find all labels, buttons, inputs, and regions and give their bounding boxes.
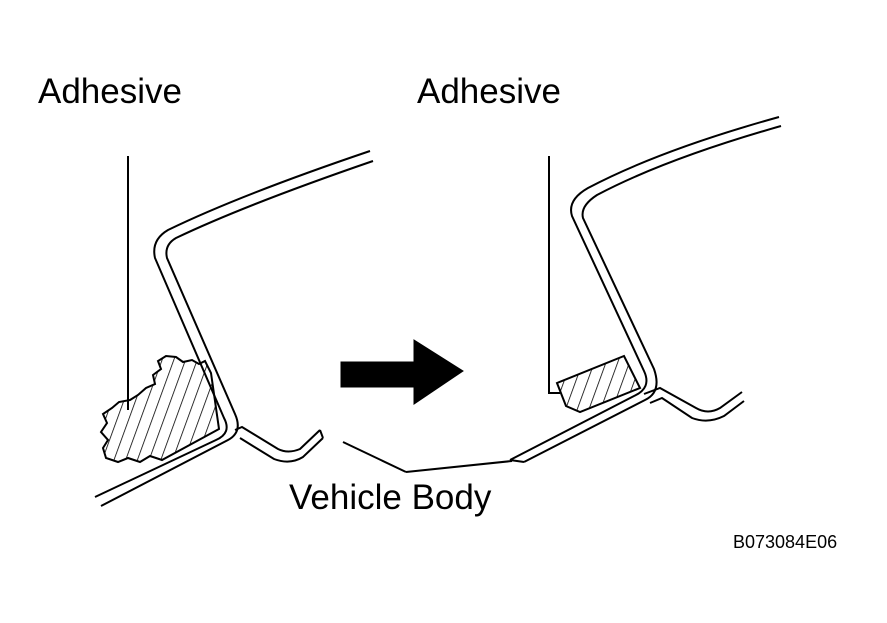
panel-outer-right — [509, 116, 780, 461]
excess-adhesive-blob — [99, 354, 221, 464]
figure-code-label: B073084E06 — [733, 532, 838, 552]
vehicle-body-flange-right-inner — [649, 396, 745, 422]
panel-inner-left — [100, 160, 374, 507]
vehicle-body-flange-right — [643, 386, 743, 413]
vehicle-body-leaders — [342, 441, 513, 473]
vehicle-body-leader-left — [342, 441, 407, 473]
before-view — [94, 150, 374, 507]
vehicle-body-leader-right — [405, 460, 513, 473]
after-view — [509, 116, 782, 463]
vehicle-body-label: Vehicle Body — [289, 478, 492, 517]
adhesive-leader-line-right — [548, 156, 560, 394]
adhesive-label-after: Adhesive — [417, 72, 561, 111]
vehicle-body-lip-right — [509, 459, 525, 463]
trimmed-adhesive-bead — [555, 354, 642, 414]
vehicle-body-flange-left-inner — [239, 437, 324, 463]
panel-inner-right — [523, 125, 782, 463]
vehicle-body-flange-left — [234, 425, 321, 453]
panel-outer-left — [94, 150, 371, 498]
adhesive-label-before: Adhesive — [38, 72, 182, 111]
vehicle-body-edge-left — [319, 429, 324, 439]
right-arrow-icon — [340, 339, 464, 405]
